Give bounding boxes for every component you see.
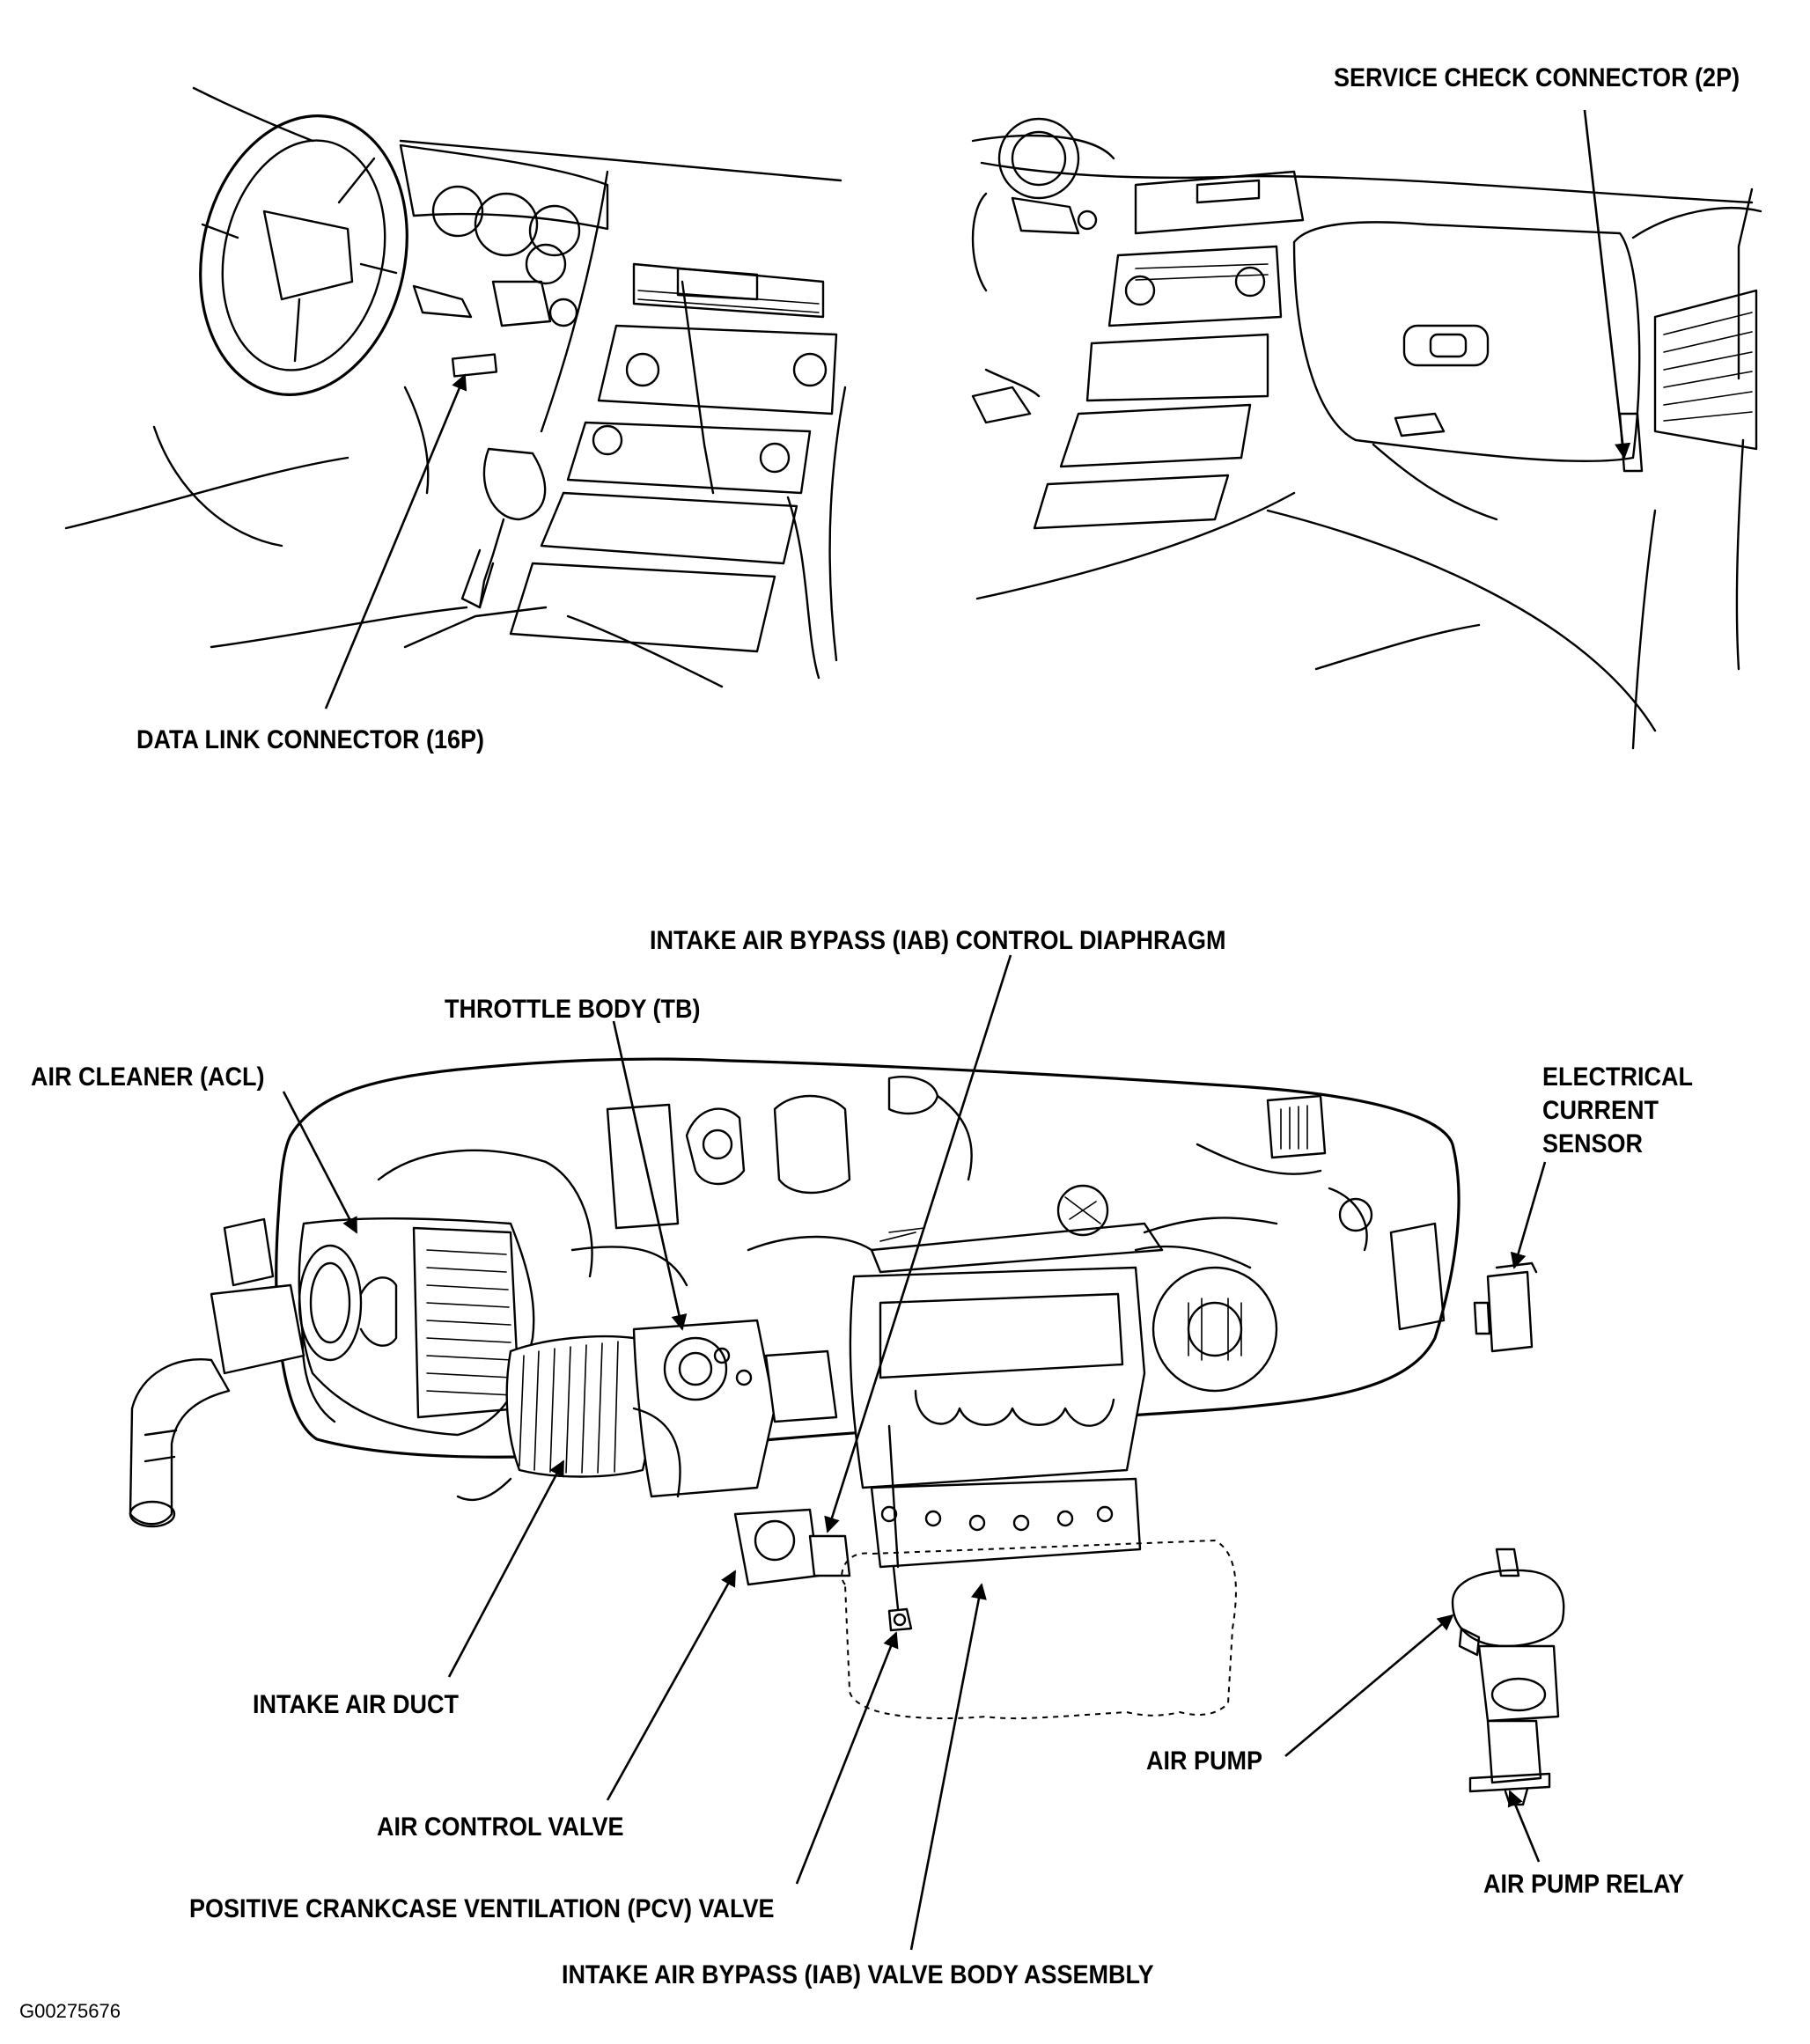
label-air-control-valve: AIR CONTROL VALVE (377, 1812, 624, 1842)
label-iab-valve-body-assembly: INTAKE AIR BYPASS (IAB) VALVE BODY ASSEM… (562, 1960, 1154, 1989)
figure-id: G00275676 (19, 2000, 121, 2022)
label-air-cleaner: AIR CLEANER (ACL) (31, 1062, 265, 1092)
label-electrical-current-sensor-line-3: SENSOR (1542, 1129, 1644, 1158)
label-electrical-current-sensor: ELECTRICAL CURRENT SENSOR (1542, 1061, 1717, 1161)
driver-dashboard-illustration (64, 86, 847, 710)
label-air-pump: AIR PUMP (1146, 1746, 1263, 1776)
passenger-dashboard-illustration (971, 109, 1762, 750)
label-air-pump-relay: AIR PUMP RELAY (1483, 1870, 1685, 1899)
label-intake-air-duct: INTAKE AIR DUCT (253, 1690, 459, 1719)
label-electrical-current-sensor-line-2: CURRENT (1542, 1096, 1659, 1125)
label-pcv-valve: POSITIVE CRANKCASE VENTILATION (PCV) VAL… (189, 1894, 775, 1923)
label-data-link-connector: DATA LINK CONNECTOR (16P) (136, 725, 485, 754)
engine-compartment-illustration (129, 954, 1565, 1951)
label-iab-control-diaphragm: INTAKE AIR BYPASS (IAB) CONTROL DIAPHRAG… (650, 926, 1226, 955)
label-electrical-current-sensor-line-1: ELECTRICAL (1542, 1062, 1693, 1092)
label-service-check-connector: SERVICE CHECK CONNECTOR (2P) (1334, 63, 1740, 92)
label-throttle-body: THROTTLE BODY (TB) (445, 995, 701, 1024)
